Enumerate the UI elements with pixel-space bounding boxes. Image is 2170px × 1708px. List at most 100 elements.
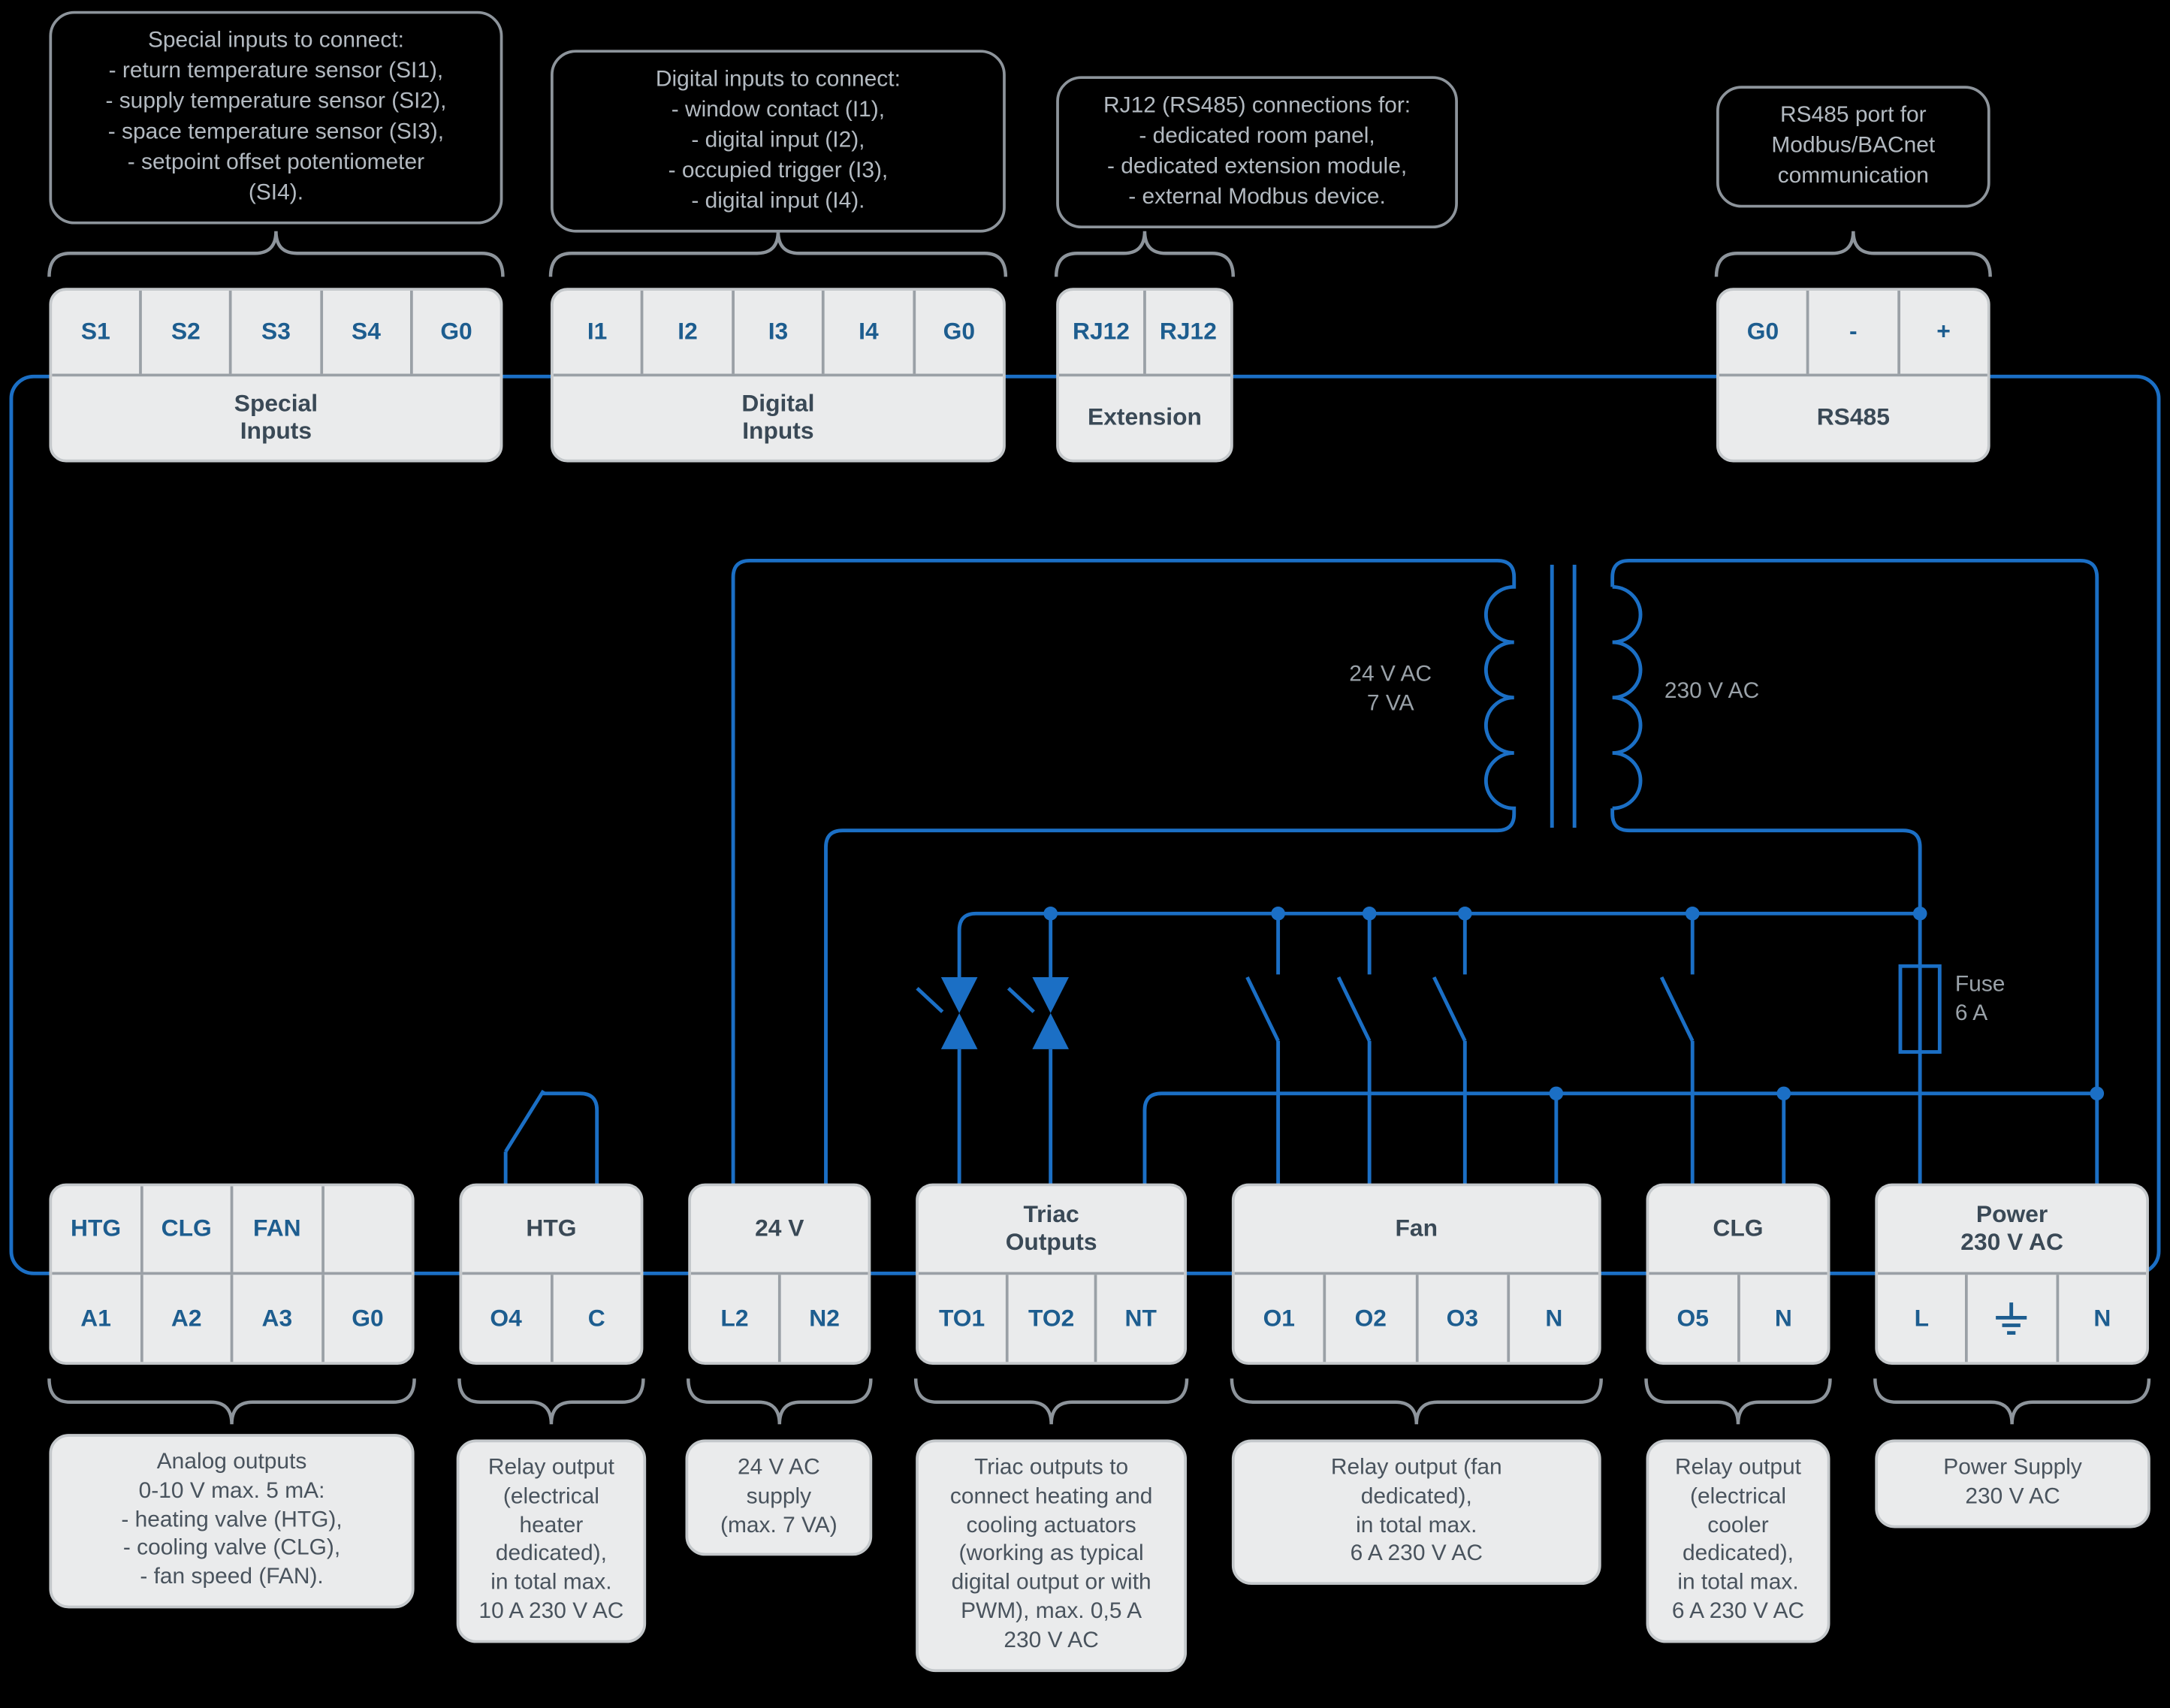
terminal-cell: NT xyxy=(1094,1275,1184,1362)
wire-neutral-bus xyxy=(1142,1091,2097,1188)
terminal-cell: TO1 xyxy=(938,1304,985,1331)
triac-symbol-to2 xyxy=(1007,977,1069,1188)
block-digital-inputs: I1 I2 I3 I4 G0 Digital Inputs xyxy=(551,288,1006,463)
wire-neutral-stubs xyxy=(1554,1093,1786,1188)
terminal-cell: S4 xyxy=(319,290,410,374)
terminal-cell: I4 xyxy=(822,290,912,374)
brace-triac xyxy=(913,1378,1189,1425)
terminal-cell: I3 xyxy=(731,290,822,374)
terminal-cell: + xyxy=(1897,290,1987,374)
terminal-cell: A2 xyxy=(140,1275,231,1362)
note-special-inputs: Special inputs to connect: - return temp… xyxy=(49,11,503,225)
brace-24v xyxy=(687,1378,873,1425)
terminal-cell: A3 xyxy=(230,1275,321,1362)
terminal-cell: S2 xyxy=(139,290,229,374)
junction-dots xyxy=(1043,907,2105,1101)
block-name: RS485 xyxy=(1816,404,1890,431)
note-rs485: RS485 port for Modbus/BACnet communicati… xyxy=(1716,86,1990,208)
block-name: HTG xyxy=(462,1186,641,1275)
note-24v-supply: 24 V AC supply (max. 7 VA) xyxy=(685,1439,873,1557)
note-power-supply: Power Supply 230 V AC xyxy=(1875,1439,2150,1528)
terminal-cell: L2 xyxy=(720,1304,749,1331)
terminal-cell: N2 xyxy=(777,1275,868,1362)
terminal-cell: RJ12 xyxy=(1143,290,1230,374)
wire-line-bus xyxy=(957,911,1921,978)
output-label-cell: FAN xyxy=(230,1186,321,1272)
wire-primary-to-line xyxy=(1610,808,1922,1188)
brace-rs485 xyxy=(1714,231,1992,277)
brace-analog-outputs xyxy=(47,1378,416,1425)
block-name: Power 230 V AC xyxy=(1878,1186,2147,1275)
terminal-cell: O4 xyxy=(490,1304,522,1331)
terminal-cell: C xyxy=(550,1275,641,1362)
output-label-cell xyxy=(321,1186,412,1272)
terminal-cell: I2 xyxy=(641,290,731,374)
terminal-cell: S3 xyxy=(229,290,320,374)
block-analog-outputs: HTG CLG FAN A1 A2 A3 G0 xyxy=(49,1183,415,1365)
block-name: Extension xyxy=(1088,404,1202,431)
note-extension: RJ12 (RS485) connections for: - dedicate… xyxy=(1056,76,1458,229)
terminal-cell: A1 xyxy=(80,1304,111,1331)
terminal-cell: G0 xyxy=(321,1275,412,1362)
terminal-cell: N xyxy=(1737,1275,1827,1362)
terminal-cell: O3 xyxy=(1414,1275,1507,1362)
block-htg: HTG O4 C xyxy=(459,1183,644,1365)
output-label-cell: HTG xyxy=(71,1215,122,1242)
transformer-secondary-label: 24 V AC 7 VA xyxy=(1349,662,1432,716)
terminal-cell: N xyxy=(1506,1275,1598,1362)
brace-power xyxy=(1873,1378,2151,1425)
terminal-cell: O5 xyxy=(1677,1304,1709,1331)
terminal-cell: O2 xyxy=(1323,1275,1415,1362)
terminal-cell: N xyxy=(2055,1275,2146,1362)
relay-contact-o5 xyxy=(1659,976,1695,1188)
wire-group xyxy=(9,374,2161,1275)
brace-fan xyxy=(1230,1378,1603,1425)
block-clg: CLG O5 N xyxy=(1646,1183,1830,1365)
block-fan: Fan O1 O2 O3 N xyxy=(1231,1183,1601,1365)
note-digital-inputs: Digital inputs to connect: - window cont… xyxy=(551,50,1006,234)
earth-icon xyxy=(1996,1302,2028,1335)
note-triac-outputs: Triac outputs to connect heating and coo… xyxy=(916,1439,1188,1672)
block-24v: 24 V L2 N2 xyxy=(688,1183,871,1365)
note-fan-relay: Relay output (fan dedicated), in total m… xyxy=(1231,1439,1601,1586)
note-clg-relay: Relay output (electrical cooler dedicate… xyxy=(1646,1439,1830,1643)
terminal-cell: O1 xyxy=(1263,1304,1295,1331)
note-analog-outputs: Analog outputs 0-10 V max. 5 mA: - heati… xyxy=(49,1434,415,1609)
wire-primary-to-neutral xyxy=(1610,558,2099,1188)
brace-clg xyxy=(1644,1378,1832,1425)
terminal-cell: G0 xyxy=(1746,318,1779,345)
terminal-cell: S1 xyxy=(80,318,110,345)
output-label-cell: CLG xyxy=(140,1186,231,1272)
terminal-cell: - xyxy=(1806,290,1897,374)
block-name: 24 V xyxy=(690,1186,868,1275)
terminal-cell: RJ12 xyxy=(1072,318,1130,345)
block-rs485: G0 - + RS485 xyxy=(1716,288,1990,463)
brace-extension xyxy=(1054,231,1236,277)
block-name: Digital Inputs xyxy=(741,391,815,445)
transformer-core xyxy=(1550,564,1577,828)
block-extension: RJ12 RJ12 Extension xyxy=(1056,288,1233,463)
block-name: Fan xyxy=(1234,1186,1598,1275)
wire-secondary-circuit xyxy=(731,558,1517,1188)
transformer-primary-label: 230 V AC xyxy=(1664,679,1760,704)
terminal-cell: G0 xyxy=(409,290,500,374)
terminal-cell: G0 xyxy=(912,290,1003,374)
brace-digital-inputs xyxy=(548,231,1008,277)
board-outline xyxy=(9,374,2161,1275)
terminal-cell: TO2 xyxy=(1005,1275,1094,1362)
fuse-symbol xyxy=(1898,964,1942,1054)
brace-special-inputs xyxy=(47,231,505,277)
block-power: Power 230 V AC L N xyxy=(1875,1183,2149,1365)
transformer-primary-coil xyxy=(1612,584,1643,810)
relay-contact-o4 xyxy=(503,1089,599,1188)
fuse-label: Fuse 6 A xyxy=(1954,973,2006,1026)
terminal-cell: L xyxy=(1914,1304,1930,1331)
relay-contact-o1 xyxy=(1245,976,1281,1188)
block-name: Triac Outputs xyxy=(918,1186,1185,1275)
relay-contact-o3 xyxy=(1432,976,1467,1188)
block-name: Special Inputs xyxy=(234,391,318,445)
earth-terminal xyxy=(1965,1275,2056,1362)
brace-htg-relay xyxy=(457,1378,645,1425)
wire-bus-stubs xyxy=(1049,913,1695,978)
